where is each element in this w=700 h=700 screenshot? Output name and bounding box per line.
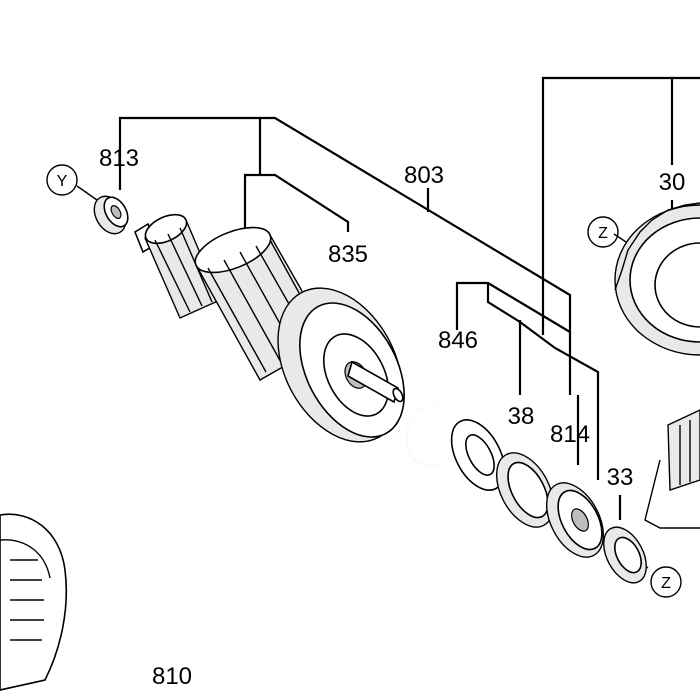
part-label-803: 803	[404, 162, 444, 189]
callout-z-top-label: Z	[598, 225, 608, 242]
armature-835	[134, 213, 405, 443]
washer	[450, 419, 506, 491]
callout-y: Y	[46, 164, 78, 196]
part-label-846: 846	[438, 327, 478, 354]
bearing-814	[545, 482, 605, 558]
part-label-810: 810	[152, 663, 192, 690]
callout-z-bottom-label: Z	[661, 575, 671, 592]
callout-z-top: Z	[587, 216, 619, 248]
part-label-30: 30	[659, 169, 686, 196]
callout-y-label: Y	[57, 173, 68, 190]
gear-30	[614, 202, 700, 356]
leader-lines	[76, 76, 700, 569]
part-label-814: 814	[550, 421, 590, 448]
bearing-33	[603, 526, 647, 584]
circlip-846	[405, 403, 456, 467]
part-label-813: 813	[99, 145, 139, 172]
pinion-shaft	[644, 409, 700, 529]
bearing-38	[495, 452, 555, 528]
part-label-835: 835	[328, 241, 368, 268]
bearing-813	[93, 195, 129, 235]
callout-z-bottom: Z	[650, 566, 682, 598]
housing-810	[0, 513, 68, 691]
part-label-33: 33	[607, 464, 634, 491]
part-label-38: 38	[508, 403, 535, 430]
